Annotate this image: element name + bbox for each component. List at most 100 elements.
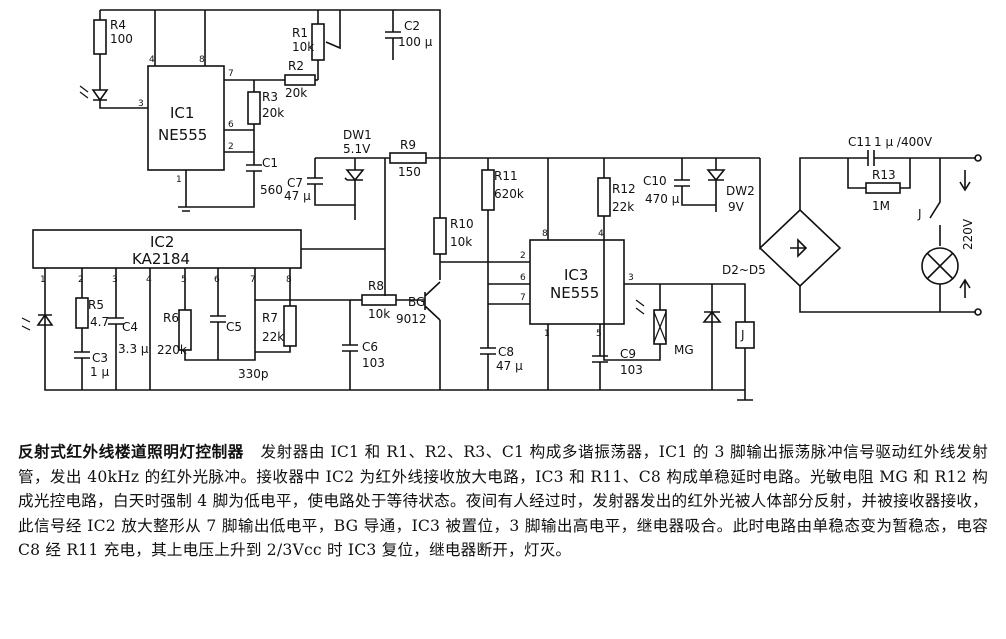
- ic2-pin: 5: [181, 275, 187, 285]
- label-c5: C5: [226, 320, 242, 334]
- caption-title: 反射式红外线楼道照明灯控制器: [18, 442, 244, 461]
- label-c8-value: 47 μ: [496, 359, 523, 373]
- label-r11-value: 620k: [494, 187, 524, 201]
- label-c1: C1: [262, 156, 278, 170]
- label-220v: 220V: [961, 218, 975, 250]
- label-r13-value: 1M: [872, 199, 890, 213]
- resistor-r11: [481, 169, 495, 211]
- ic2-pin: 6: [214, 275, 220, 285]
- label-switch-j: J: [917, 207, 922, 221]
- label-mg: MG: [674, 343, 694, 357]
- ic2-pin: 8: [286, 275, 292, 285]
- resistor-r7: [283, 305, 297, 347]
- label-r11: R11: [494, 169, 518, 183]
- ic2-pin: 7: [250, 275, 256, 285]
- label-r13: R13: [872, 168, 896, 182]
- resistor-r3: [247, 91, 261, 125]
- label-relay-j: J: [740, 328, 745, 342]
- label-r10-value: 10k: [450, 235, 472, 249]
- label-dw1-value: 5.1V: [343, 142, 371, 156]
- ic1-pin: 4: [149, 55, 155, 65]
- pin-numbers: 4 8 7 3 6 2 1 1 2 3 4 5 6 7 8 8 4 2 6 7 …: [40, 55, 634, 339]
- label-c7-value: 47 μ: [284, 189, 311, 203]
- label-d2-d5: D2~D5: [722, 263, 766, 277]
- label-c2: C2: [404, 19, 420, 33]
- label-r6: R6: [163, 311, 179, 325]
- caption: 反射式红外线楼道照明灯控制器 发射器由 IC1 和 R1、R2、R3、C1 构成…: [18, 440, 988, 563]
- label-r5-value: 4.7: [90, 315, 109, 329]
- terminal-top: [974, 154, 982, 162]
- ic1-pin: 7: [228, 69, 234, 79]
- label-c5-value: 330p: [238, 367, 269, 381]
- label-bg-value: 9012: [396, 312, 427, 326]
- label-ic1-type: NE555: [158, 126, 207, 144]
- ic3-section: [480, 158, 755, 401]
- label-c8: C8: [498, 345, 514, 359]
- relay-coil-j: [735, 321, 755, 349]
- label-r4: R4: [110, 18, 126, 32]
- ic2-pin: 4: [146, 275, 152, 285]
- label-ic2-type: KA2184: [132, 250, 190, 268]
- label-r1-value: 10k: [292, 40, 314, 54]
- label-c1-value: 560: [260, 183, 283, 197]
- label-c9: C9: [620, 347, 636, 361]
- ic1-pin: 8: [199, 55, 205, 65]
- ic2-section: [21, 229, 745, 391]
- label-c4: C4: [122, 320, 138, 334]
- label-ic3: IC3: [564, 266, 588, 284]
- ic1-pin: 6: [228, 120, 234, 130]
- ic3-pin: 1: [544, 329, 550, 339]
- ic2-pin: 2: [78, 275, 84, 285]
- ic1-pin: 2: [228, 142, 234, 152]
- resistor-r13: [865, 182, 901, 194]
- label-c7: C7: [287, 176, 303, 190]
- label-c3-value: 1 μ: [90, 365, 109, 379]
- resistor-r10: [433, 217, 447, 255]
- label-r8: R8: [368, 279, 384, 293]
- label-c10: C10: [643, 174, 667, 188]
- label-r8-value: 10k: [368, 307, 390, 321]
- label-r3-value: 20k: [262, 106, 284, 120]
- resistor-r8: [361, 294, 397, 306]
- terminal-bottom: [974, 308, 982, 316]
- label-r5: R5: [88, 298, 104, 312]
- label-r12-value: 22k: [612, 200, 634, 214]
- label-r9-value: 150: [398, 165, 421, 179]
- caption-body: 发射器由 IC1 和 R1、R2、R3、C1 构成多谐振荡器，IC1 的 3 脚…: [18, 443, 988, 560]
- resistor-r9: [389, 152, 427, 164]
- label-c4-value: 3.3 μ: [118, 342, 149, 356]
- ic1-pin: 3: [138, 99, 144, 109]
- ic3-pin: 7: [520, 293, 526, 303]
- label-r9: R9: [400, 138, 416, 152]
- label-c2-value: 100 μ: [398, 35, 433, 49]
- label-r10: R10: [450, 217, 474, 231]
- resistor-r4: [93, 19, 107, 55]
- label-r1: R1: [292, 26, 308, 40]
- transistor-section: [424, 158, 530, 390]
- label-r4-value: 100: [110, 32, 133, 46]
- resistor-r5: [75, 297, 89, 329]
- supply-regulator: [307, 152, 760, 296]
- ic3-pin: 3: [628, 273, 634, 283]
- ic3-pin: 2: [520, 251, 526, 261]
- ic1-pin: 1: [176, 175, 182, 185]
- label-ic3-type: NE555: [550, 284, 599, 302]
- label-r7-value: 22k: [262, 330, 284, 344]
- label-c10-value: 470 μ: [645, 192, 680, 206]
- circuit-schematic: R4 100 R1 10k C2 100 μ IC1 NE555 R2 20k …: [21, 9, 982, 401]
- label-c6: C6: [362, 340, 378, 354]
- label-c3: C3: [92, 351, 108, 365]
- ic3-pin: 4: [598, 229, 604, 239]
- label-dw2: DW2: [726, 184, 755, 198]
- label-c11: C11: [848, 135, 872, 149]
- ic1-section: [79, 9, 441, 212]
- resistor-r2: [284, 74, 316, 86]
- label-r6-value: 220k: [157, 343, 187, 357]
- ic3-pin: 5: [596, 329, 602, 339]
- label-c9-value: 103: [620, 363, 643, 377]
- component-labels: R4 100 R1 10k C2 100 μ IC1 NE555 R2 20k …: [88, 18, 975, 381]
- label-ic1: IC1: [170, 104, 194, 122]
- label-bg: BG: [408, 295, 425, 309]
- ic2-pin: 1: [40, 275, 46, 285]
- ic2-pin: 3: [112, 275, 118, 285]
